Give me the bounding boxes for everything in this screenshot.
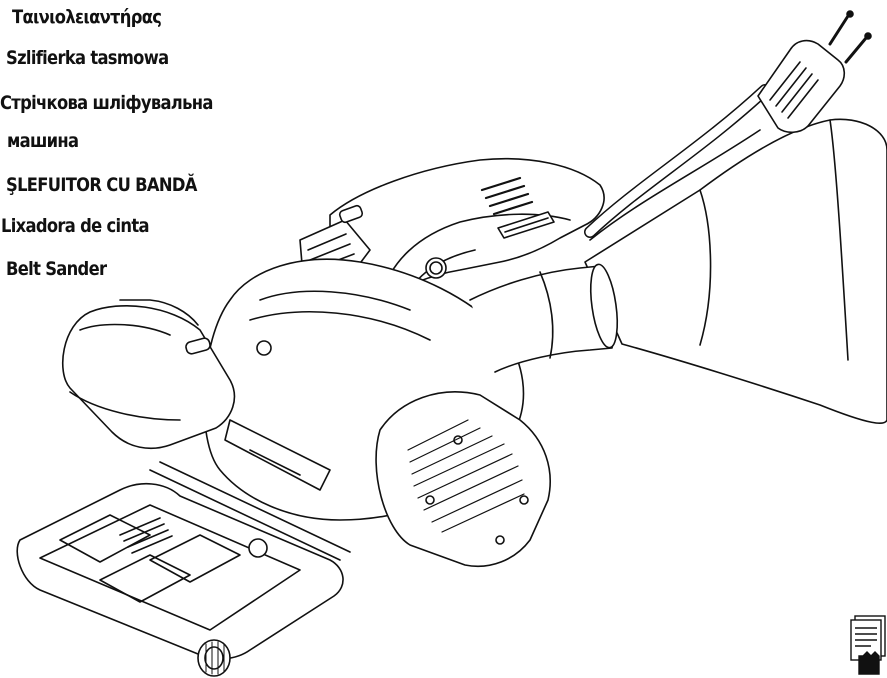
title-ukrainian-line1: Стрічкова шліфувальна (0, 92, 213, 114)
dust-tube (470, 263, 622, 372)
power-cord (590, 90, 765, 240)
title-romanian: ŞLEFUITOR CU BANDĂ (6, 174, 197, 196)
title-greek: Ταινιολειαντήρας (12, 6, 162, 28)
dust-bag (585, 119, 887, 423)
read-manual-icon (850, 615, 886, 675)
sander-base (17, 484, 343, 659)
belt-side-rails (150, 462, 350, 560)
power-plug (758, 11, 871, 132)
title-english: Belt Sander (6, 258, 107, 280)
lock-button (426, 258, 446, 278)
front-handle (63, 300, 271, 448)
title-spanish: Lixadora de cinta (1, 215, 150, 237)
belt-tension-lever (225, 420, 330, 557)
title-polish: Szlifierka tasmowa (6, 47, 169, 69)
front-roller-knob (198, 640, 230, 676)
motor-end-cap (376, 392, 550, 566)
title-ukrainian-line2: машина (7, 130, 79, 152)
